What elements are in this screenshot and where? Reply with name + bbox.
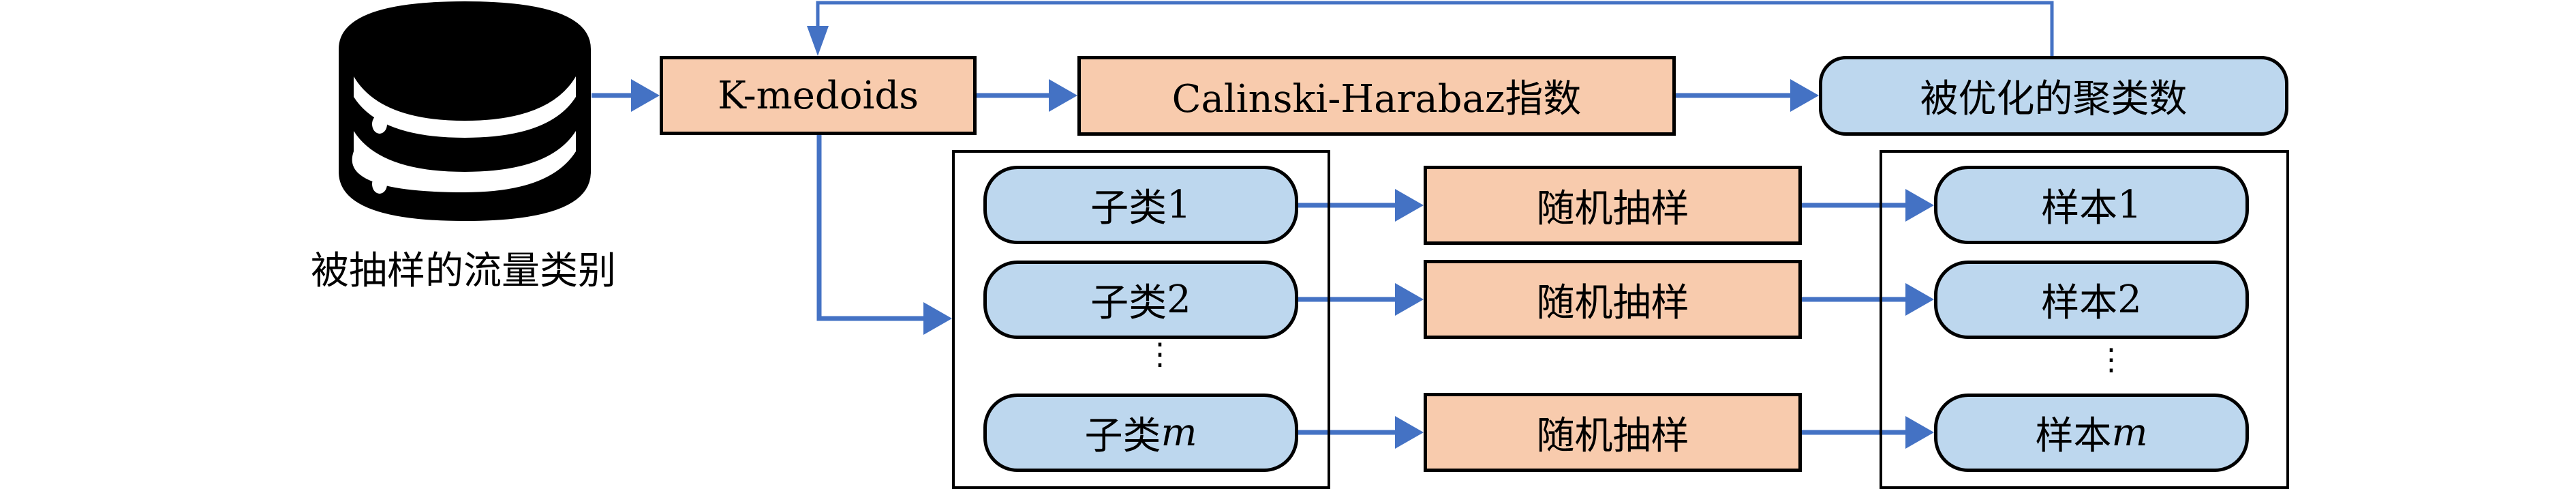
arrowhead [1395, 189, 1424, 222]
subclass-index: 1 [1167, 183, 1191, 227]
arrowhead [923, 302, 952, 335]
arrowhead [807, 26, 829, 56]
random-sampling-1[interactable]: 随机抽样 [1424, 166, 1802, 245]
subclass-prefix: 子类 [1084, 414, 1161, 458]
database-icon [339, 1, 591, 221]
random-sampling-2[interactable]: 随机抽样 [1424, 260, 1802, 339]
subclasses-container [952, 150, 1330, 489]
subclass-prefix: 子类 [1090, 281, 1167, 325]
arrowhead [1049, 79, 1077, 112]
sample-index: m [2111, 411, 2148, 455]
arrowhead [1395, 283, 1424, 316]
arrowhead [1905, 189, 1934, 222]
subclass-index: m [1161, 411, 1197, 455]
sample-ellipsis: ⋮ [2096, 342, 2126, 377]
arrowhead [631, 79, 660, 112]
ch-index-box[interactable]: Calinski-Harabaz指数 [1077, 56, 1676, 136]
sample-prefix: 样本 [2041, 281, 2118, 325]
arrowhead [1905, 283, 1934, 316]
subclass-index: 2 [1167, 278, 1191, 322]
source-caption: 被抽样的流量类别 [311, 249, 616, 293]
optimized-cluster-count-box[interactable]: 被优化的聚类数 [1819, 56, 2288, 136]
arrowhead [1395, 416, 1424, 449]
sample-prefix: 样本 [2041, 186, 2118, 231]
sample-index: 1 [2117, 183, 2142, 227]
samples-container [1880, 150, 2289, 489]
arrowhead [1905, 416, 1934, 449]
subclass-prefix: 子类 [1090, 186, 1167, 231]
sample-index: 2 [2117, 278, 2142, 322]
sample-prefix: 样本 [2035, 414, 2112, 458]
arrowhead [1790, 79, 1819, 112]
feedback-line [816, 1, 2054, 56]
kmedoids-box[interactable]: K-medoids [660, 56, 977, 135]
subclass-ellipsis: ⋮ [1145, 337, 1175, 372]
random-sampling-m[interactable]: 随机抽样 [1424, 393, 1802, 472]
arrow-kmedoids-to-subclasses [816, 135, 927, 321]
